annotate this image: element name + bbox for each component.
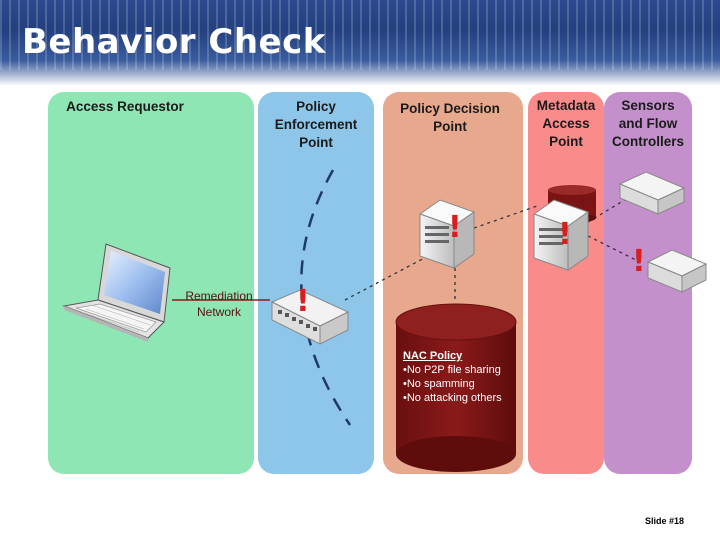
access-requestor-label: Access Requestor: [66, 99, 184, 114]
nac-policy-title: NAC Policy: [403, 350, 463, 362]
metadata-label-line-3: Point: [549, 134, 583, 149]
sensors-label-line-2: and Flow: [618, 116, 678, 131]
pep-label-line-3: Point: [299, 135, 333, 150]
slide-title: Behavior Check: [22, 22, 326, 62]
sensors-label: Sensors and Flow Controllers: [604, 97, 692, 151]
sensors-label-line-1: Sensors: [621, 98, 675, 113]
switch-icon: [270, 289, 350, 345]
nac-policy-text: NAC Policy •No P2P file sharing •No spam…: [403, 349, 502, 405]
pep-column: [258, 92, 374, 474]
nac-policy-database: [395, 303, 517, 472]
metadata-label: Metadata Access Point: [530, 97, 602, 151]
nac-policy-item: •No P2P file sharing: [403, 364, 501, 376]
metadata-label-line-1: Metadata: [536, 98, 596, 113]
remediation-line-1: Remediation: [185, 289, 253, 303]
sensors-label-line-3: Controllers: [611, 134, 684, 149]
remediation-line-2: Network: [196, 305, 241, 319]
pep-label: Policy Enforcement Point: [262, 98, 370, 152]
metadata-label-line-2: Access: [542, 116, 590, 131]
sensor-device-top-icon: [618, 171, 686, 215]
remediation-network-label: Remediation Network: [178, 288, 260, 320]
pdp-label: Policy Decision Point: [387, 100, 513, 136]
pdp-label-line-1: Policy Decision: [400, 101, 500, 116]
nac-policy-item: •No attacking others: [403, 392, 502, 404]
nac-policy-item: •No spamming: [403, 378, 475, 390]
pdp-server-icon: [418, 199, 476, 269]
laptop-icon: [62, 243, 171, 342]
pdp-label-line-2: Point: [433, 119, 467, 134]
alert-icon-sensor: !: [632, 244, 646, 279]
map-server-icon: [532, 199, 590, 271]
metadata-column: [528, 92, 604, 474]
title-bar: Behavior Check: [0, 0, 720, 86]
pep-label-line-1: Policy: [296, 99, 336, 114]
pep-label-line-2: Enforcement: [274, 117, 358, 132]
slide-number: Slide #18: [645, 516, 685, 526]
switch-to-pdp-line: [344, 254, 431, 301]
alert-icon-map: !: [558, 217, 572, 252]
pdp-to-map-line: [473, 204, 541, 229]
sensor-device-bottom-icon: [646, 249, 708, 293]
alert-icon-pep: !: [296, 284, 310, 319]
title-bar-texture: [0, 0, 720, 70]
alert-icon-pdp: !: [448, 210, 462, 245]
map-to-sensor-bottom-line: [587, 235, 641, 263]
